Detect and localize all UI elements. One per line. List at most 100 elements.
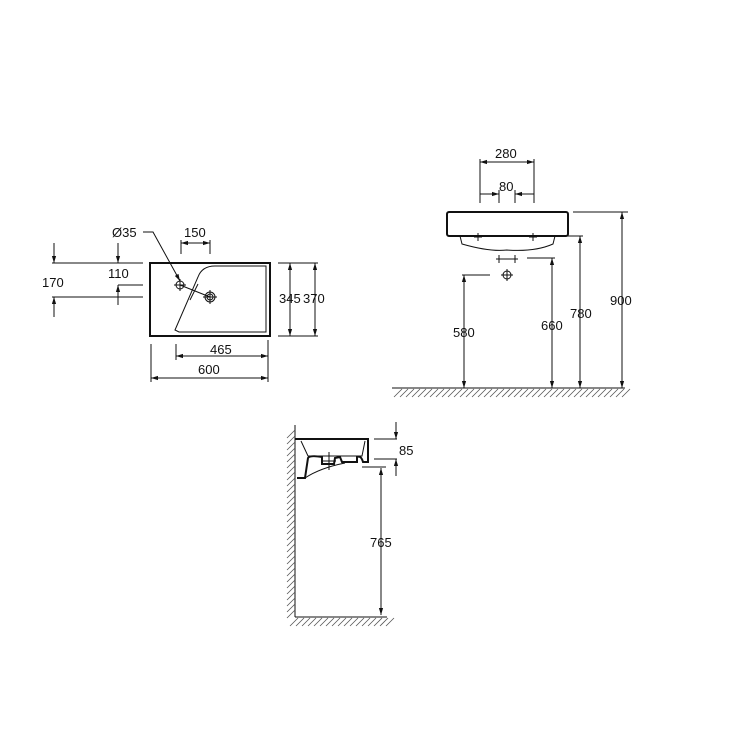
hatch-line (621, 388, 631, 398)
hatch-line (429, 388, 439, 398)
hatch-line (286, 609, 296, 619)
hatch-line (411, 388, 421, 398)
hatch-line (513, 388, 523, 398)
hatch-line (286, 543, 296, 553)
hatch-line (286, 441, 296, 451)
hatch-line (385, 617, 395, 627)
hatch-line (367, 617, 377, 627)
hatch-line (286, 537, 296, 547)
hatch-line (286, 555, 296, 565)
hatch-line (286, 453, 296, 463)
hatch-line (286, 603, 296, 613)
hatch-line (301, 617, 311, 627)
hatch-line (286, 567, 296, 577)
hatch-line (286, 471, 296, 481)
hatch-line (531, 388, 541, 398)
dim-660: 660 (541, 318, 563, 333)
hatch-line (286, 573, 296, 583)
hatch-line (337, 617, 347, 627)
floor-hatch (393, 388, 631, 398)
hatch-line (307, 617, 317, 627)
front-view: 280 80 900 780 660 580 (392, 146, 632, 398)
hatch-line (286, 579, 296, 589)
hatch-line (567, 388, 577, 398)
hatch-line (286, 465, 296, 475)
hatch-line (289, 617, 299, 627)
hatch-line (286, 525, 296, 535)
hatch-line (286, 549, 296, 559)
hatch-line (501, 388, 511, 398)
dim-600: 600 (198, 362, 220, 377)
basin-outline-front (446, 211, 569, 237)
dim-85: 85 (399, 443, 413, 458)
hatch-line (313, 617, 323, 627)
hatch-line (286, 561, 296, 571)
hatch-line (519, 388, 529, 398)
basin-outline-top (149, 262, 271, 337)
hatch-line (543, 388, 553, 398)
hatch-line (286, 519, 296, 529)
hatch-line (286, 585, 296, 595)
hatch-line (373, 617, 383, 627)
hatch-line (507, 388, 517, 398)
hatch-line (591, 388, 601, 398)
hatch-line (561, 388, 571, 398)
dim-765: 765 (370, 535, 392, 550)
dim-170: 170 (42, 275, 64, 290)
hatch-line (325, 617, 335, 627)
basin-underside (459, 235, 556, 251)
hatch-line (393, 388, 403, 398)
hatch-line (379, 617, 389, 627)
hatch-line (343, 617, 353, 627)
hatch-line (355, 617, 365, 627)
hatch-line (537, 388, 547, 398)
hatch-line (319, 617, 329, 627)
hatch-line (286, 477, 296, 487)
hatch-line (609, 388, 619, 398)
hatch-line (286, 447, 296, 457)
side-view: 85 765 (286, 422, 413, 627)
hatch-line (573, 388, 583, 398)
hatch-line (549, 388, 559, 398)
dim-80: 80 (499, 179, 513, 194)
hatch-line (579, 388, 589, 398)
hatch-line (286, 507, 296, 517)
hatch-line (477, 388, 487, 398)
hatch-line (435, 388, 445, 398)
hatch-line (399, 388, 409, 398)
hatch-line (405, 388, 415, 398)
top-view: Ø35 150 170 110 345 370 465 600 (42, 225, 325, 382)
hatch-line (615, 388, 625, 398)
hatch-line (286, 483, 296, 493)
hatch-line (286, 591, 296, 601)
hatch-line (447, 388, 457, 398)
wall-hatch (286, 429, 395, 627)
waste-outlet-icon (496, 255, 518, 281)
hatch-line (471, 388, 481, 398)
hatch-line (459, 388, 469, 398)
fixing-icon (474, 233, 537, 241)
hatch-line (453, 388, 463, 398)
hatch-line (331, 617, 341, 627)
hatch-line (603, 388, 613, 398)
diameter-label: Ø35 (112, 225, 137, 240)
dim-280: 280 (495, 146, 517, 161)
hatch-line (286, 435, 296, 445)
hatch-line (361, 617, 371, 627)
hatch-line (286, 489, 296, 499)
hatch-line (465, 388, 475, 398)
hatch-line (585, 388, 595, 398)
hatch-line (555, 388, 565, 398)
hatch-line (286, 501, 296, 511)
dim-345: 345 (279, 291, 301, 306)
hatch-line (423, 388, 433, 398)
hatch-line (286, 495, 296, 505)
dim-465: 465 (210, 342, 232, 357)
hatch-line (295, 617, 305, 627)
basin-profile (295, 438, 369, 479)
dim-370: 370 (303, 291, 325, 306)
hatch-line (597, 388, 607, 398)
hatch-line (483, 388, 493, 398)
hatch-line (286, 513, 296, 523)
